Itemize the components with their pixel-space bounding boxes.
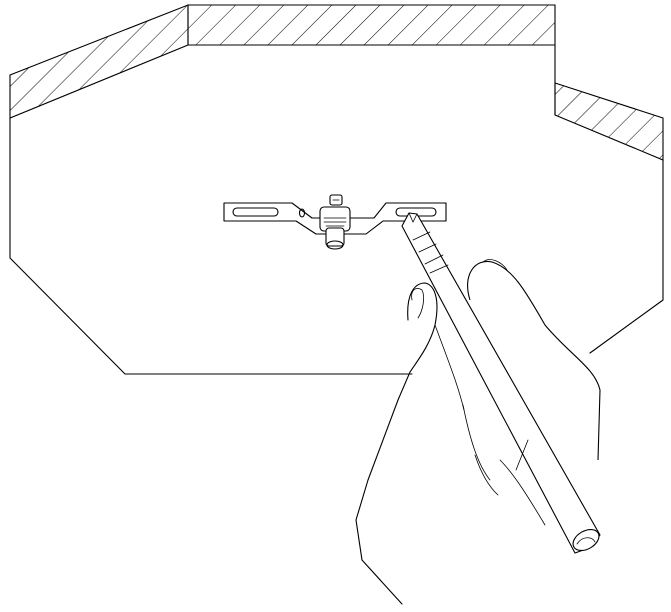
palm-creases — [462, 404, 546, 526]
bracket-slot-left — [232, 207, 279, 217]
pencil-end-cap — [572, 528, 600, 552]
index-finger-nail — [411, 288, 425, 319]
pencil-tip — [408, 212, 418, 223]
bracket-hub-knurl — [323, 217, 347, 227]
mounting-bracket — [223, 194, 447, 250]
pencil-grip-bands — [412, 231, 449, 274]
bracket-hub — [319, 206, 351, 232]
finger-gap — [434, 324, 465, 411]
thumbnail — [482, 259, 508, 271]
pencil — [401, 212, 601, 554]
hand — [355, 259, 601, 605]
ceiling-hatch-top — [187, 4, 556, 46]
bracket-stud — [325, 227, 345, 247]
ceiling-hatch-right — [554, 82, 664, 161]
hand-outline — [355, 282, 438, 605]
ceiling-hatch-left — [9, 4, 189, 119]
thumb — [467, 260, 601, 461]
ceiling-surface — [9, 4, 664, 375]
ceiling-outline — [9, 44, 664, 375]
bracket-center-hole — [298, 208, 306, 218]
